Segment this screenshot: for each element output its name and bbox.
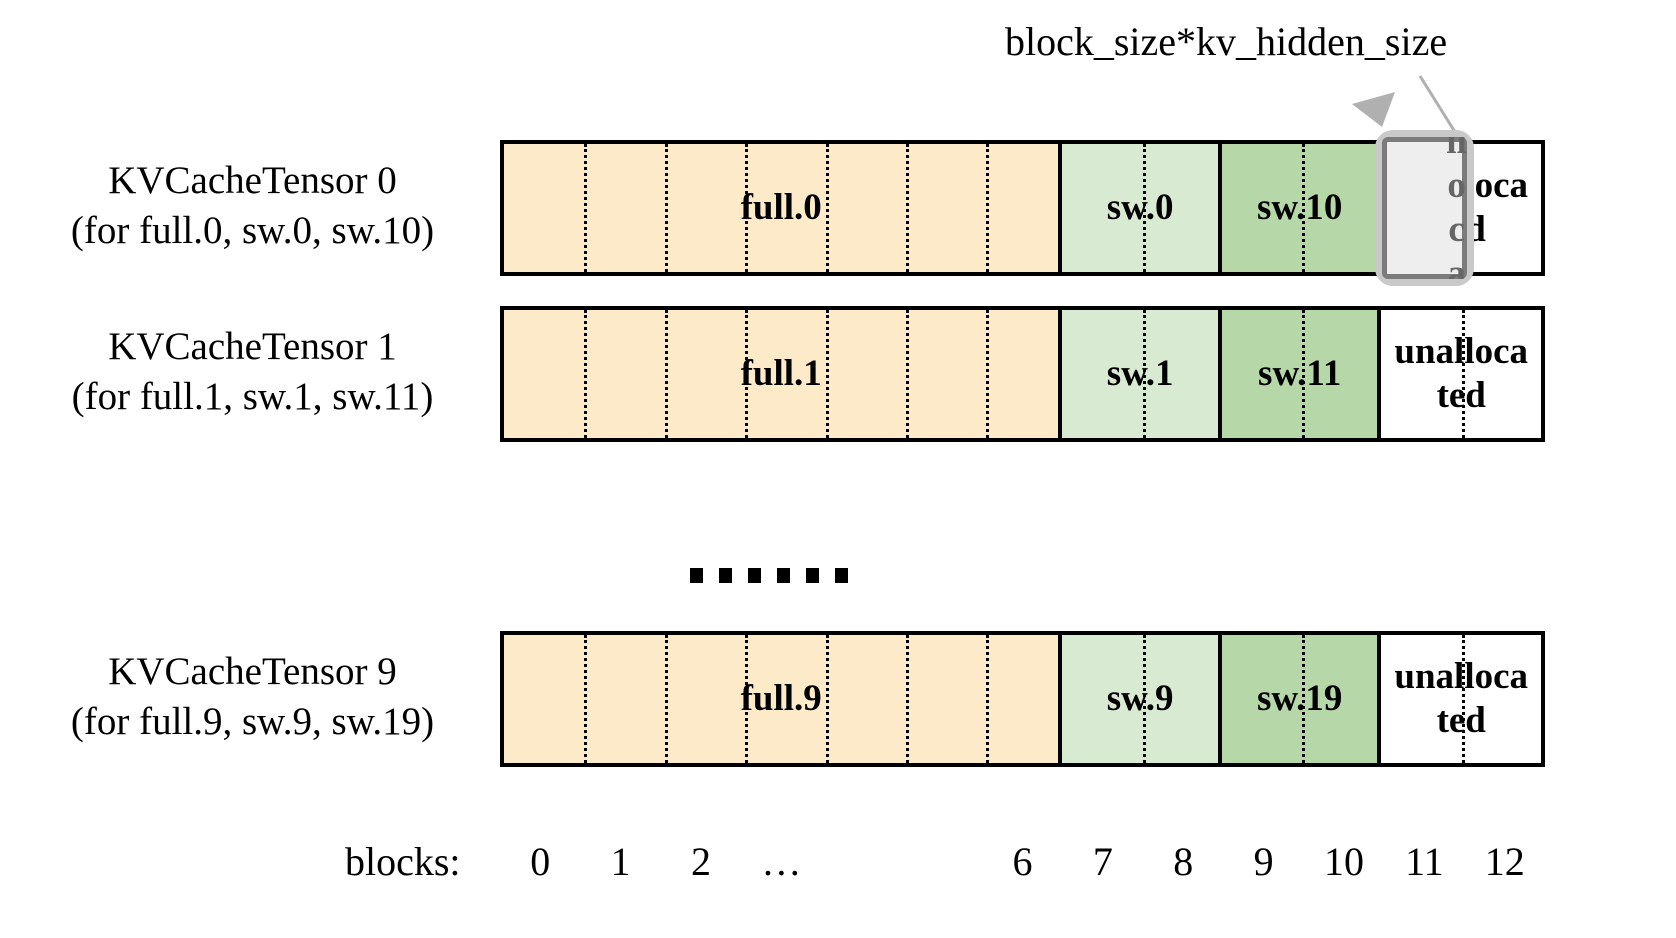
segment-label: full.9 [740,678,822,719]
segment-sw-9: sw.9 [1062,635,1222,763]
segment-label: sw.0 [1106,187,1174,228]
row-label-contents: (for full.1, sw.1, sw.11) [71,375,434,418]
block-divider [1302,310,1306,438]
block-divider [905,310,909,438]
block-divider [584,310,588,438]
block-divider [825,635,829,763]
segment-label: unallocated [1394,656,1529,741]
tensor-bar-tensor-0: full.0 sw.0 sw.10 unallocated [500,140,1545,276]
ellipsis-dot [690,568,703,583]
block-divider [1461,310,1465,438]
row-label-contents: (for full.9, sw.9, sw.19) [70,700,435,743]
segment-full-1: full.1 [504,310,1063,438]
segment-full-9: full.9 [504,635,1063,763]
annotation-block-size-label: block_size*kv_hidden_size [1005,19,1448,64]
segment-label: sw.1 [1106,353,1174,394]
block-divider [905,144,909,272]
block-divider [986,310,990,438]
block-divider [1461,635,1465,763]
block-divider [664,310,668,438]
axis-tick-6: 6 [1012,839,1033,884]
axis-tick-8: 8 [1173,839,1194,884]
ellipsis-dot [777,568,790,583]
axis-tick-ellipsis: … [761,839,802,884]
block-divider [1302,635,1306,763]
block-divider [1142,635,1146,763]
block-divider [745,310,749,438]
block-divider [664,635,668,763]
row-label-title: KVCacheTensor 0 [108,159,397,202]
ellipsis-dot [748,568,761,583]
segment-unallocated: unallocated [1381,144,1541,272]
ellipsis-dot [719,568,732,583]
axis-tick-2: 2 [690,839,711,884]
block-divider [745,635,749,763]
axis-tick-7: 7 [1092,839,1113,884]
row-label-contents: (for full.0, sw.0, sw.10) [70,209,435,252]
segment-label: unallocated [1394,331,1529,416]
block-divider [745,144,749,272]
row-label-title: KVCacheTensor 9 [108,650,397,693]
segment-label: sw.11 [1258,353,1342,394]
block-divider [1302,144,1306,272]
segment-unallocated: unallocated [1381,635,1541,763]
tensor-bar-tensor-9: full.9 sw.9 sw.19 unallocated [500,631,1545,767]
segment-label: sw.9 [1106,678,1174,719]
tensor-bar-tensor-1: full.1 sw.1 sw.11 unallocated [500,306,1545,442]
segment-label: sw.10 [1257,187,1343,228]
block-divider [1142,144,1146,272]
segment-label: full.0 [740,187,822,228]
axis-tick-0: 0 [530,839,551,884]
row-label-tensor-9: KVCacheTensor 9 (for full.9, sw.9, sw.19) [20,647,485,747]
segment-full-0: full.0 [504,144,1063,272]
axis-title: blocks: [345,839,461,884]
segment-sw-10: sw.10 [1221,144,1382,272]
segment-label: sw.19 [1257,678,1343,719]
segment-sw-11: sw.11 [1221,310,1382,438]
axis-tick-12: 12 [1484,839,1525,884]
axis-tick-9: 9 [1253,839,1274,884]
block-divider [584,635,588,763]
axis-tick-1: 1 [610,839,631,884]
segment-sw-19: sw.19 [1221,635,1382,763]
segment-unallocated: unallocated [1381,310,1541,438]
block-divider [1142,310,1146,438]
block-divider [584,144,588,272]
ellipsis-dot [835,568,848,583]
block-divider [905,635,909,763]
axis-tick-10: 10 [1324,839,1365,884]
segment-sw-0: sw.0 [1062,144,1222,272]
segment-label: unallocated [1394,165,1529,250]
ellipsis-dot [806,568,819,583]
block-divider [986,144,990,272]
block-divider [986,635,990,763]
vertical-ellipsis [690,568,848,583]
segment-label: full.1 [740,353,822,394]
row-label-tensor-1: KVCacheTensor 1 (for full.1, sw.1, sw.11) [20,322,485,422]
block-divider [664,144,668,272]
axis-tick-11: 11 [1405,839,1444,884]
row-label-tensor-0: KVCacheTensor 0 (for full.0, sw.0, sw.10) [20,156,485,256]
segment-sw-1: sw.1 [1062,310,1222,438]
row-label-title: KVCacheTensor 1 [108,325,397,368]
block-divider [825,310,829,438]
block-divider [825,144,829,272]
